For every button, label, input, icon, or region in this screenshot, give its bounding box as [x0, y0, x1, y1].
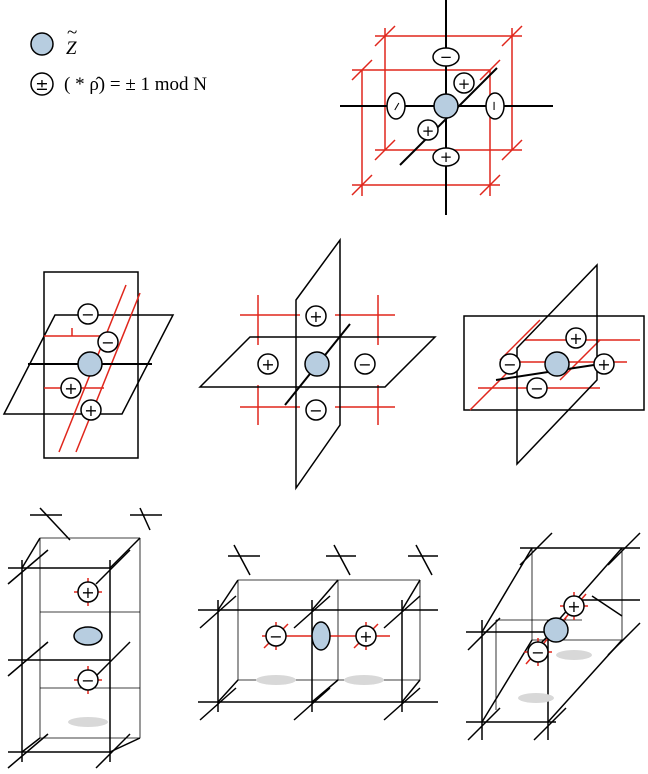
top-cube-red-lattice: [351, 25, 523, 196]
charge-back-sign: +: [458, 75, 471, 93]
top-cube-panel: − + − − + +: [340, 0, 553, 215]
charge: [305, 399, 327, 421]
charge-bottom: [432, 147, 460, 167]
charge-sign: +: [84, 401, 97, 420]
top-cube-charges: − + − − + +: [386, 47, 505, 167]
legend: Z ~ ± ( * ρ̂) = ± 1 mod N: [30, 22, 207, 96]
charge-front-sign: +: [422, 122, 435, 140]
charge-back: [453, 72, 475, 94]
charge: [563, 595, 585, 617]
charge: [526, 377, 548, 399]
shadow: [556, 650, 592, 660]
charge: [77, 669, 99, 691]
charge: [527, 641, 549, 663]
row3-right-panel: + −: [466, 532, 641, 741]
vertical-plane: [516, 263, 598, 466]
charge-sign: +: [309, 307, 322, 326]
charge: [77, 581, 99, 603]
charge-sign: −: [81, 671, 94, 690]
legend-charge-text: ( * ρ̂) = ± 1 mod N: [64, 74, 207, 95]
charge-sign: +: [64, 379, 77, 398]
red-lattice: [44, 284, 141, 453]
legend-ztilde-marker: [30, 32, 54, 56]
shadow: [68, 717, 108, 727]
row3-middle-panel: − +: [198, 544, 438, 721]
legend-charge-marker: [30, 72, 54, 96]
charge-sign: +: [359, 627, 372, 646]
vertical-plane: [295, 237, 341, 491]
charge: [60, 377, 82, 399]
defect-center: [544, 351, 570, 377]
charge: [565, 327, 587, 349]
defect-center: [77, 351, 103, 377]
defect-center: [433, 93, 459, 119]
defect-center: [311, 621, 331, 651]
front-lattice: [7, 507, 162, 769]
charge-sign: −: [358, 355, 371, 374]
row2-middle-panel: + + − −: [198, 237, 437, 491]
charge: [257, 353, 279, 375]
charge-sign: −: [101, 333, 114, 352]
charge: [355, 625, 377, 647]
charge-sign: −: [530, 379, 543, 398]
charge: [80, 399, 102, 421]
defect-center: [543, 617, 569, 643]
red-lattice: [240, 295, 395, 425]
charge-sign: +: [567, 597, 580, 616]
charge-sign: +: [81, 583, 94, 602]
charge-sign: −: [309, 401, 322, 420]
row3-left-panel: + −: [7, 507, 162, 769]
row2-right-panel: + − − +: [463, 263, 645, 466]
shadow: [256, 675, 296, 685]
charge-bottom-sign: +: [440, 148, 453, 166]
charge-top: [432, 47, 460, 67]
shadow: [344, 675, 384, 685]
legend-ztilde-accent: ~: [67, 22, 77, 43]
charge-sign: +: [261, 355, 274, 374]
defect-center: [73, 626, 103, 646]
charge: [97, 331, 119, 353]
charge-sign: −: [81, 305, 94, 324]
charge-right-sign: −: [486, 101, 501, 112]
charge: [354, 353, 376, 375]
charge: [305, 305, 327, 327]
front-lattice: [198, 544, 438, 721]
charge-sign: +: [597, 355, 610, 374]
legend-ztilde-label: Z: [66, 38, 77, 59]
defect-center: [304, 351, 330, 377]
charge-sign: +: [569, 329, 582, 348]
charge: [499, 353, 521, 375]
charge-left: [386, 92, 406, 120]
charge-top-sign: −: [440, 48, 453, 66]
charge-front: [417, 119, 439, 141]
charge-sign: −: [503, 355, 516, 374]
front-lattice: [466, 532, 641, 741]
charge-sign: −: [269, 627, 282, 646]
horizontal-plane: [198, 336, 437, 388]
horizontal-plane: [463, 315, 645, 411]
charge-sign: −: [531, 643, 544, 662]
charge-right: [485, 92, 505, 120]
shadow: [518, 693, 554, 703]
row2-left-panel: − − + +: [2, 271, 175, 459]
legend-charge-symbol: ±: [35, 75, 48, 94]
charge: [593, 353, 615, 375]
back-lattice: [39, 537, 141, 739]
charge: [77, 303, 99, 325]
charge: [265, 625, 287, 647]
